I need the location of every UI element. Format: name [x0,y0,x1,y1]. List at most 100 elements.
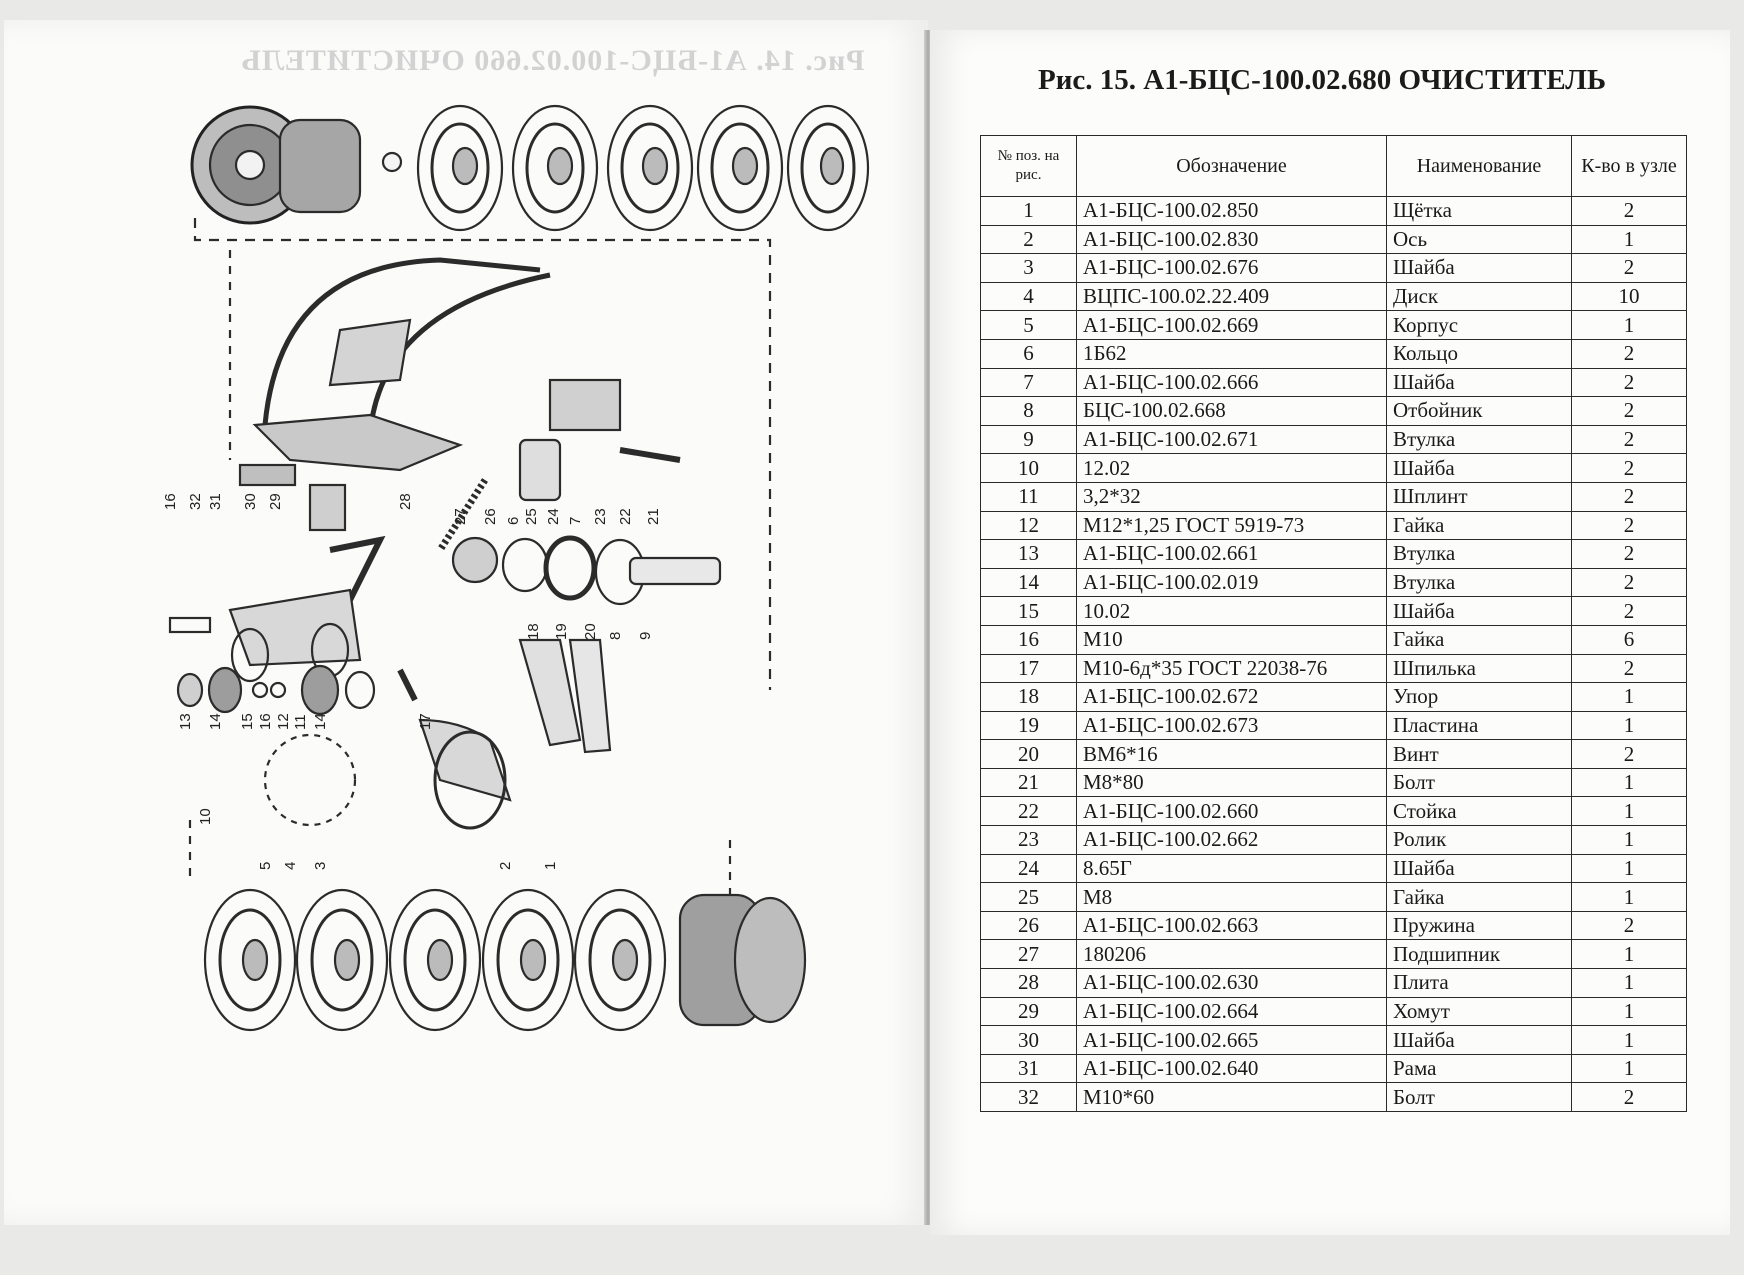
callout-label: 12 [275,713,292,730]
row-quantity: 1 [1571,1025,1687,1055]
row-quantity: 2 [1571,453,1687,483]
row-number: 1 [980,196,1077,226]
roller-assembly-illustration [437,378,722,606]
callout-label: 27 [452,508,469,525]
callout-label: 4 [282,862,299,870]
row-quantity: 2 [1571,510,1687,541]
row-quantity: 2 [1571,1082,1687,1112]
row-quantity: 2 [1571,367,1687,398]
row-name: Стойка [1386,796,1572,827]
callout-label: 20 [582,623,599,640]
row-quantity: 1 [1571,882,1687,912]
row-designation: А1-БЦС-100.02.672 [1076,682,1387,712]
row-name: Шайба [1386,453,1572,483]
row-name: Пластина [1386,710,1572,741]
callout-label: 23 [592,508,609,525]
callout-label: 25 [523,508,540,525]
callout-label: 22 [617,508,634,525]
row-name: Шайба [1386,1025,1572,1055]
row-quantity: 1 [1571,996,1687,1027]
row-designation: М8*80 [1076,767,1387,798]
row-quantity: 2 [1571,596,1687,626]
row-number: 11 [980,481,1077,512]
row-designation: М12*1,25 ГОСТ 5919-73 [1076,510,1387,541]
callout-label: 29 [267,493,284,510]
bracket-illustration [168,463,386,683]
row-name: Ролик [1386,825,1572,855]
row-number: 17 [980,653,1077,684]
row-quantity: 1 [1571,939,1687,970]
callout-label: 15 [239,713,256,730]
row-name: Отбойник [1386,396,1572,426]
row-name: Плита [1386,968,1572,998]
row-name: Ось [1386,224,1572,255]
row-quantity: 1 [1571,1053,1687,1084]
row-number: 10 [980,453,1077,483]
callout-label: 32 [187,493,204,510]
row-name: Гайка [1386,624,1572,655]
row-designation: 12.02 [1076,453,1387,483]
row-designation: А1-БЦС-100.02.662 [1076,825,1387,855]
row-designation: А1-БЦС-100.02.669 [1076,310,1387,340]
row-quantity: 1 [1571,310,1687,340]
row-name: Гайка [1386,510,1572,541]
row-designation: А1-БЦС-100.02.019 [1076,567,1387,598]
callout-label: 14 [207,713,224,730]
header-position: № поз. на рис. [980,135,1077,197]
row-name: Шайба [1386,367,1572,398]
brush-top-illustration [190,105,403,225]
row-name: Упор [1386,682,1572,712]
row-designation: А1-БЦС-100.02.664 [1076,996,1387,1027]
row-quantity: 2 [1571,567,1687,598]
callout-label: 31 [207,493,224,510]
row-name: Диск [1386,281,1572,312]
callout-label: 5 [257,862,274,870]
row-number: 8 [980,396,1077,426]
row-designation: А1-БЦС-100.02.630 [1076,968,1387,998]
row-number: 13 [980,539,1077,569]
row-number: 9 [980,424,1077,455]
header-quantity: К-во в узле [1571,135,1687,197]
callout-label: 16 [162,493,179,510]
row-name: Пружина [1386,910,1572,941]
row-name: Щётка [1386,196,1572,226]
row-designation: 1Б62 [1076,338,1387,369]
row-number: 24 [980,853,1077,884]
row-designation: А1-БЦС-100.02.676 [1076,253,1387,283]
row-quantity: 1 [1571,710,1687,741]
row-name: Хомут [1386,996,1572,1027]
row-designation: А1-БЦС-100.02.671 [1076,424,1387,455]
callout-label: 6 [505,517,522,525]
callout-label: 10 [197,808,214,825]
row-quantity: 10 [1571,281,1687,312]
callout-label: 8 [607,632,624,640]
row-number: 23 [980,825,1077,855]
page-title: Рис. 15. А1-БЦС-100.02.680 ОЧИСТИТЕЛЬ [1038,64,1607,96]
row-quantity: 2 [1571,396,1687,426]
callout-label: 18 [525,623,542,640]
row-number: 5 [980,310,1077,340]
row-quantity: 1 [1571,968,1687,998]
callout-label: 16 [257,713,274,730]
book-gutter [924,30,932,1225]
row-quantity: 2 [1571,424,1687,455]
row-number: 31 [980,1053,1077,1084]
